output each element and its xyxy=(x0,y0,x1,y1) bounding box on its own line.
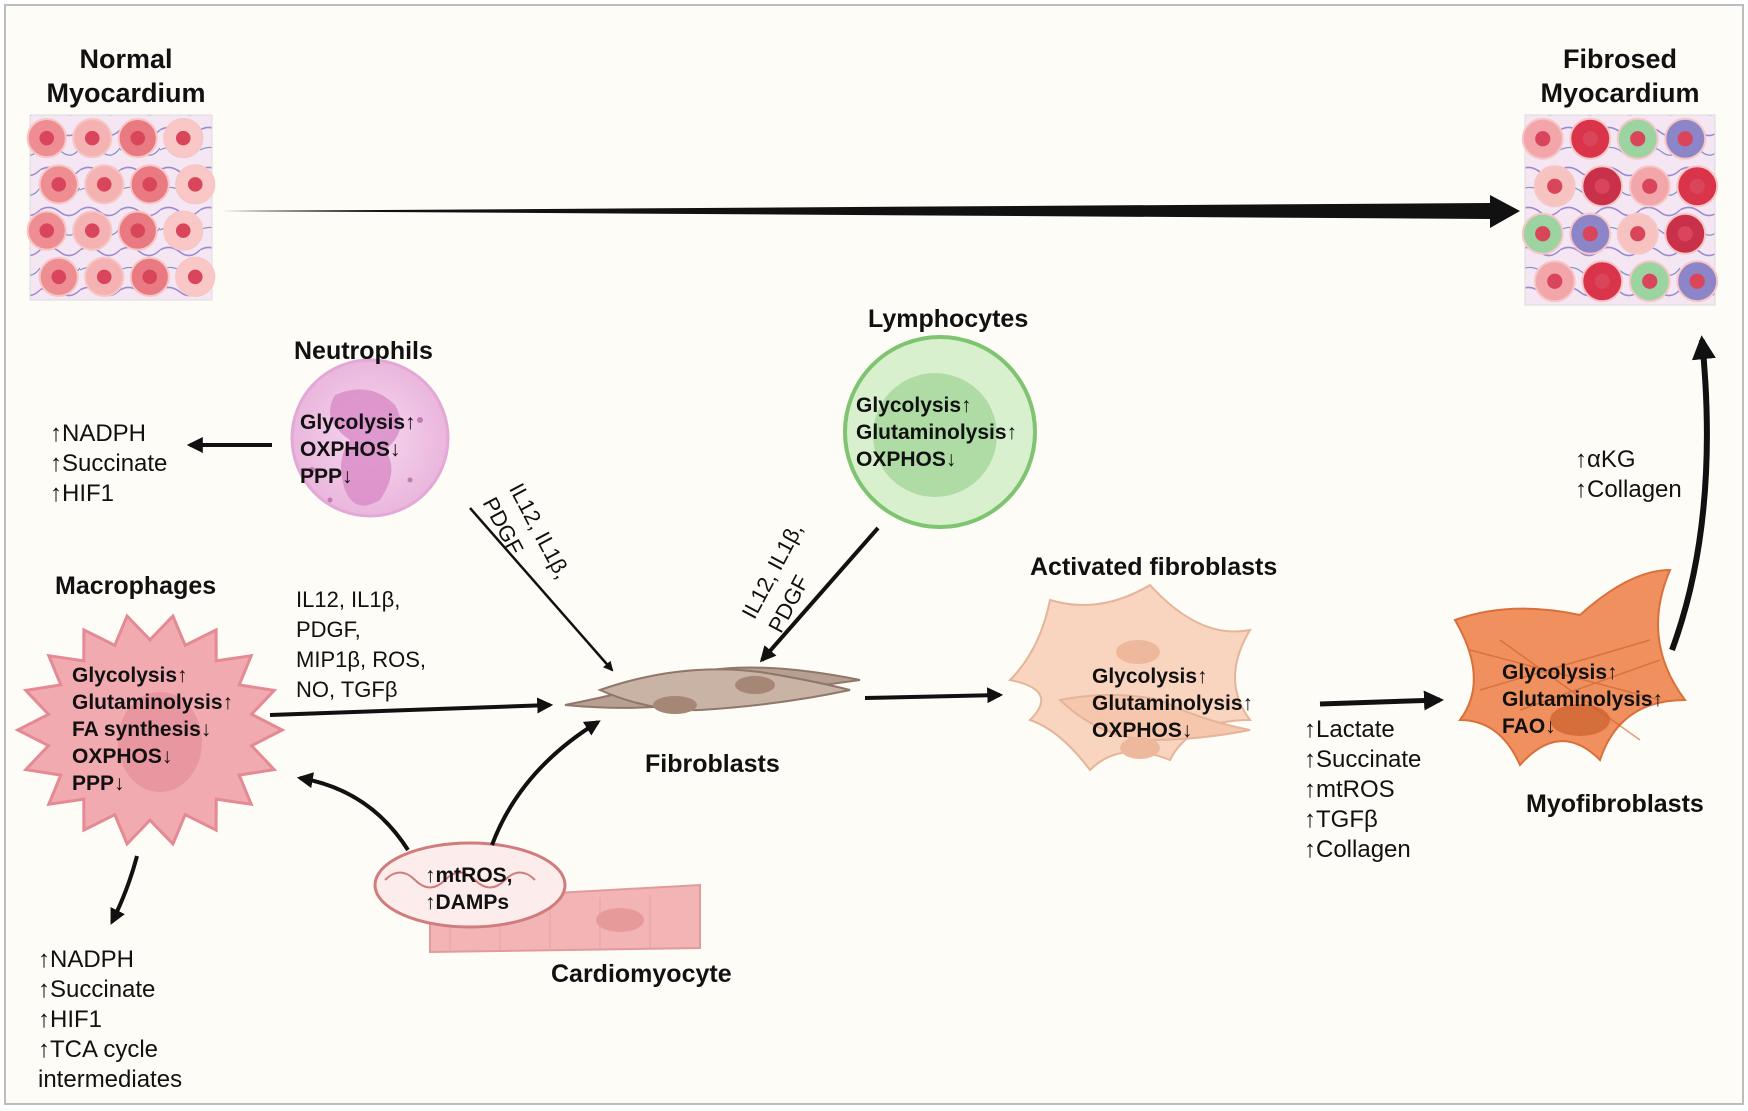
normal-myocardium-image xyxy=(26,114,216,301)
tissue-cell-nucleus xyxy=(1582,226,1598,242)
myofibroblast-metabolism: Glycolysis↑ Glutaminolysis↑ FAO↓ xyxy=(1502,661,1664,738)
tissue-cell-nucleus xyxy=(39,223,55,238)
tissue-cell-nucleus xyxy=(1677,226,1693,242)
myofibroblast-cells xyxy=(1453,568,1687,767)
tissue-cell-nucleus xyxy=(1594,273,1610,289)
macrophages-label: Macrophages xyxy=(55,572,217,600)
tissue-cell-nucleus xyxy=(1689,178,1705,194)
tissue-cell-nucleus xyxy=(1535,131,1551,147)
tissue-cell-nucleus xyxy=(51,269,67,285)
fibroblast-cells xyxy=(564,666,861,714)
macrophage-to-fibroblast-arrow xyxy=(269,697,554,717)
neutrophil-outputs: ↑NADPH ↑Succinate ↑HIF1 xyxy=(50,420,168,507)
cardiomyocyte-metabolism: ↑mtROS, ↑DAMPs xyxy=(425,864,513,914)
fibroblasts-label: Fibroblasts xyxy=(645,750,780,778)
tissue-cell-nucleus xyxy=(96,269,112,285)
tissue-cell-nucleus xyxy=(84,130,100,146)
lymphocyte-metabolism: Glycolysis↑ Glutaminolysis↑ OXPHOS↓ xyxy=(856,394,1018,471)
fibrosed-myocardium-image xyxy=(1521,114,1719,306)
tissue-cell-nucleus xyxy=(1642,178,1658,194)
lymphocyte-to-fibroblast-arrow xyxy=(759,526,880,663)
myofibroblasts-label: Myofibroblasts xyxy=(1526,790,1704,818)
activated-fibroblasts-label: Activated fibroblasts xyxy=(1030,553,1278,581)
tissue-cell-nucleus xyxy=(39,130,55,146)
neutrophils-label: Neutrophils xyxy=(294,337,433,365)
activated-fibroblast-metabolism: Glycolysis↑ Glutaminolysis↑ OXPHOS↓ xyxy=(1092,665,1254,742)
progression-arrow xyxy=(222,195,1520,228)
cardiomyocyte-cell xyxy=(373,841,701,954)
tissue-cell-nucleus xyxy=(175,223,191,238)
tissue-cell-nucleus xyxy=(142,269,158,285)
diagram-frame xyxy=(4,4,1744,1105)
tissue-cell-nucleus xyxy=(1630,131,1646,147)
activated-fibroblast-outputs: ↑Lactate ↑Succinate ↑mtROS ↑TGFβ ↑Collag… xyxy=(1304,716,1422,863)
tissue-cell-nucleus xyxy=(51,177,67,192)
activated-to-myofibroblast-arrow xyxy=(1319,690,1444,711)
cardiomyocyte-to-macrophage-arrow xyxy=(296,772,410,852)
tissue-cell-nucleus xyxy=(96,177,112,192)
macrophage-output-arrow xyxy=(110,855,139,925)
macrophage-metabolism: Glycolysis↑ Glutaminolysis↑ FA synthesis… xyxy=(72,664,234,795)
myofibroblast-to-fibrosed-arrow xyxy=(1669,335,1716,652)
activated-fibroblast-cells xyxy=(1007,583,1253,772)
neutrophil-to-fibroblast-arrow xyxy=(469,507,614,672)
tissue-cell-nucleus xyxy=(130,130,146,146)
neutrophil-cell xyxy=(290,358,450,518)
tissue-cell-nucleus xyxy=(1547,273,1563,289)
tissue-cell-nucleus xyxy=(1582,131,1598,147)
lymphocyte-cell xyxy=(843,335,1037,529)
tissue-cell-nucleus xyxy=(1642,273,1658,289)
cardiomyocyte-to-fibroblast-arrow xyxy=(490,720,601,846)
tissue-cell-nucleus xyxy=(142,177,158,192)
lymphocytes-label: Lymphocytes xyxy=(868,305,1029,333)
tissue-cell-nucleus xyxy=(1630,226,1646,242)
tissue-cell-nucleus xyxy=(1677,131,1693,147)
tissue-cell-nucleus xyxy=(1594,178,1610,194)
fibrosed-myocardium-title: Fibrosed Myocardium xyxy=(1540,44,1700,108)
tissue-cell-nucleus xyxy=(187,177,203,192)
macrophage-outputs: ↑NADPH ↑Succinate ↑HIF1 ↑TCA cycle inter… xyxy=(38,946,183,1093)
tissue-cell-nucleus xyxy=(1535,226,1551,242)
tissue-cell-nucleus xyxy=(130,223,146,238)
macrophage-signals: IL12, IL1β, PDGF, MIP1β, ROS, NO, TGFβ xyxy=(296,587,427,702)
tissue-cell-nucleus xyxy=(84,223,100,238)
myofibroblast-outputs: ↑αKG ↑Collagen xyxy=(1575,446,1682,503)
neutrophil-metabolism: Glycolysis↑ OXPHOS↓ PPP↓ xyxy=(300,411,416,488)
cardiomyocyte-label: Cardiomyocyte xyxy=(551,960,732,988)
macrophage-cell xyxy=(14,613,286,847)
tissue-cell-nucleus xyxy=(1547,178,1563,194)
tissue-cell-nucleus xyxy=(187,269,203,285)
tissue-cell-nucleus xyxy=(175,130,191,146)
normal-myocardium-title: Normal Myocardium xyxy=(46,44,206,108)
tissue-cell-nucleus xyxy=(1689,273,1705,289)
fibroblast-to-activated-arrow xyxy=(864,687,1004,704)
